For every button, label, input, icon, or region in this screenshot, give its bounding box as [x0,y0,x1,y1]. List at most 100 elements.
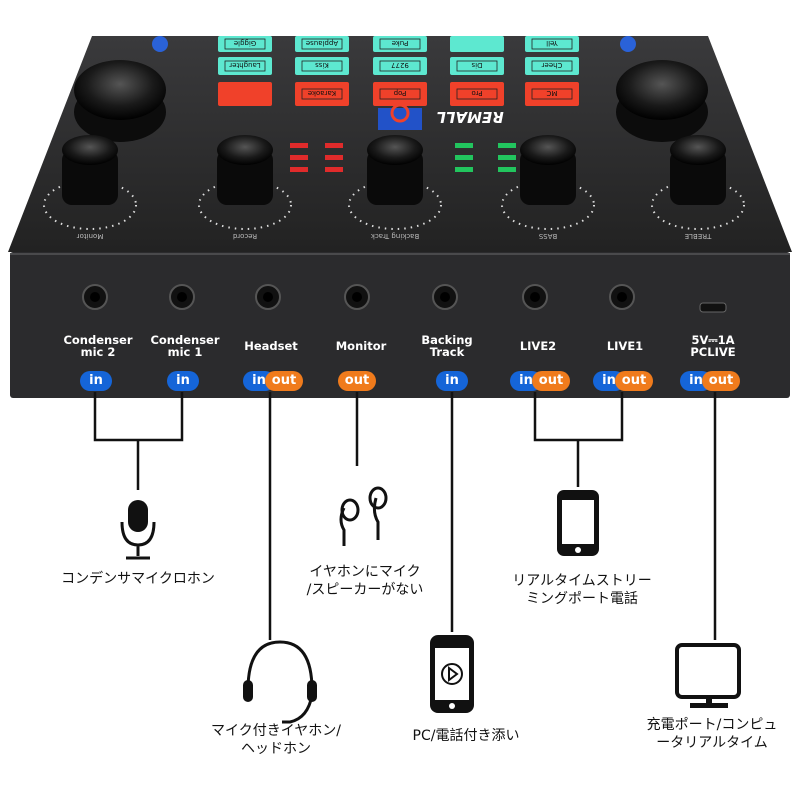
out-badge: out [615,371,653,391]
button-label-frame [531,88,573,100]
button-label-frame [379,38,421,50]
knob [520,135,576,165]
caption-earphones: イヤホンにマイク/スピーカーがない [265,563,465,599]
effect-button [525,82,579,106]
level-meter-led [290,143,308,148]
earbud-right [368,486,388,510]
effect-button-label: Applause [306,39,338,47]
button-label-frame [224,60,266,72]
headset-icon [246,640,314,724]
caption-phone-live: リアルタイムストリーミングポート電話 [482,572,682,608]
out-badge: out [532,371,570,391]
jack-hole [177,292,187,302]
knob [670,135,726,165]
effect-button-label: 9277 [391,61,409,69]
caption-line: マイク付きイヤホン/ [210,723,342,739]
effect-button-label: Giggle [234,39,257,47]
knob-body [670,150,726,205]
caption-line: ミングポート電話 [526,591,638,607]
device-front-panel [10,252,790,398]
effect-button [450,82,504,106]
effect-button [218,36,272,52]
micro-usb-port [699,302,727,313]
indicator-led [152,36,168,52]
play-circle [441,663,463,685]
port-label-monitor: Monitor [335,339,387,353]
knob-label: Record [233,232,257,240]
level-meter-led [498,143,516,148]
knob-label: BASS [538,232,557,240]
phone-screen [435,648,469,700]
knob [217,135,273,165]
jack-hole [90,292,100,302]
knob [367,135,423,165]
level-meter-led [455,143,473,148]
effect-button-label: Pop [393,89,406,97]
effect-button-label: Puke [392,39,409,47]
knob-label: Backing Track [370,232,419,240]
port-tags-mic1: in [167,371,199,391]
knob-scale [43,180,137,230]
caption-microphone: コンデンサマイクロホン [38,570,238,588]
knob-body [520,150,576,205]
knob-body [367,150,423,205]
microphone-icon [128,500,148,532]
smartphone-screen [562,500,594,544]
jack-hole [440,292,450,302]
port-tags-mic2: in [80,371,112,391]
earbud-left [340,498,360,522]
out-badge: out [702,371,740,391]
monitor-icon [675,643,741,699]
knob-scale [501,180,595,230]
smartphone-home-button [575,547,581,553]
level-meter-led [455,167,473,172]
button-label-frame [224,38,266,50]
button-label-frame [301,38,343,50]
port-tags-monitor: out [338,371,376,391]
level-meter-led [455,155,473,160]
play-icon [448,666,459,682]
knob-scale [198,180,292,230]
monitor-neck [706,697,712,704]
caption-phone-play: PC/電話付き添い [366,727,566,745]
caption-line: 充電ポート/コンピュ [646,717,778,733]
microphone-stand [120,521,156,560]
effect-button [450,36,504,52]
port-label-condenser-mic2: Condenser mic 2 [63,333,133,359]
button-label-frame [531,38,573,50]
headset-ear-right [307,680,317,702]
jack-hole [263,292,273,302]
effect-button [450,57,504,75]
effect-button-label: Cheer [541,61,562,69]
port-label-backing-track: Backing Track [421,333,473,359]
effect-button [295,36,349,52]
effect-button [373,57,427,75]
volume-knob [616,60,708,120]
effect-button-label: MC [546,89,557,97]
effect-button [295,57,349,75]
button-label-frame [301,88,343,100]
effect-button [525,57,579,75]
button-label-frame [531,60,573,72]
volume-knob [74,60,166,120]
indicator-led [620,36,636,52]
out-badge: out [265,371,303,391]
jack-hole [617,292,627,302]
level-meter-led [290,167,308,172]
knob-label: Monitor [77,232,104,240]
effect-button [218,82,272,106]
caption-line: イヤホンにマイク [309,564,421,580]
level-meter-led [498,167,516,172]
line-live [533,392,624,487]
caption-line: PC/電話付き添い [412,728,520,744]
effect-button-label: Laughter [229,61,261,69]
port-label-headset: Headset [244,339,298,353]
knob-body [62,150,118,205]
effect-button [373,82,427,106]
jack-hole [530,292,540,302]
